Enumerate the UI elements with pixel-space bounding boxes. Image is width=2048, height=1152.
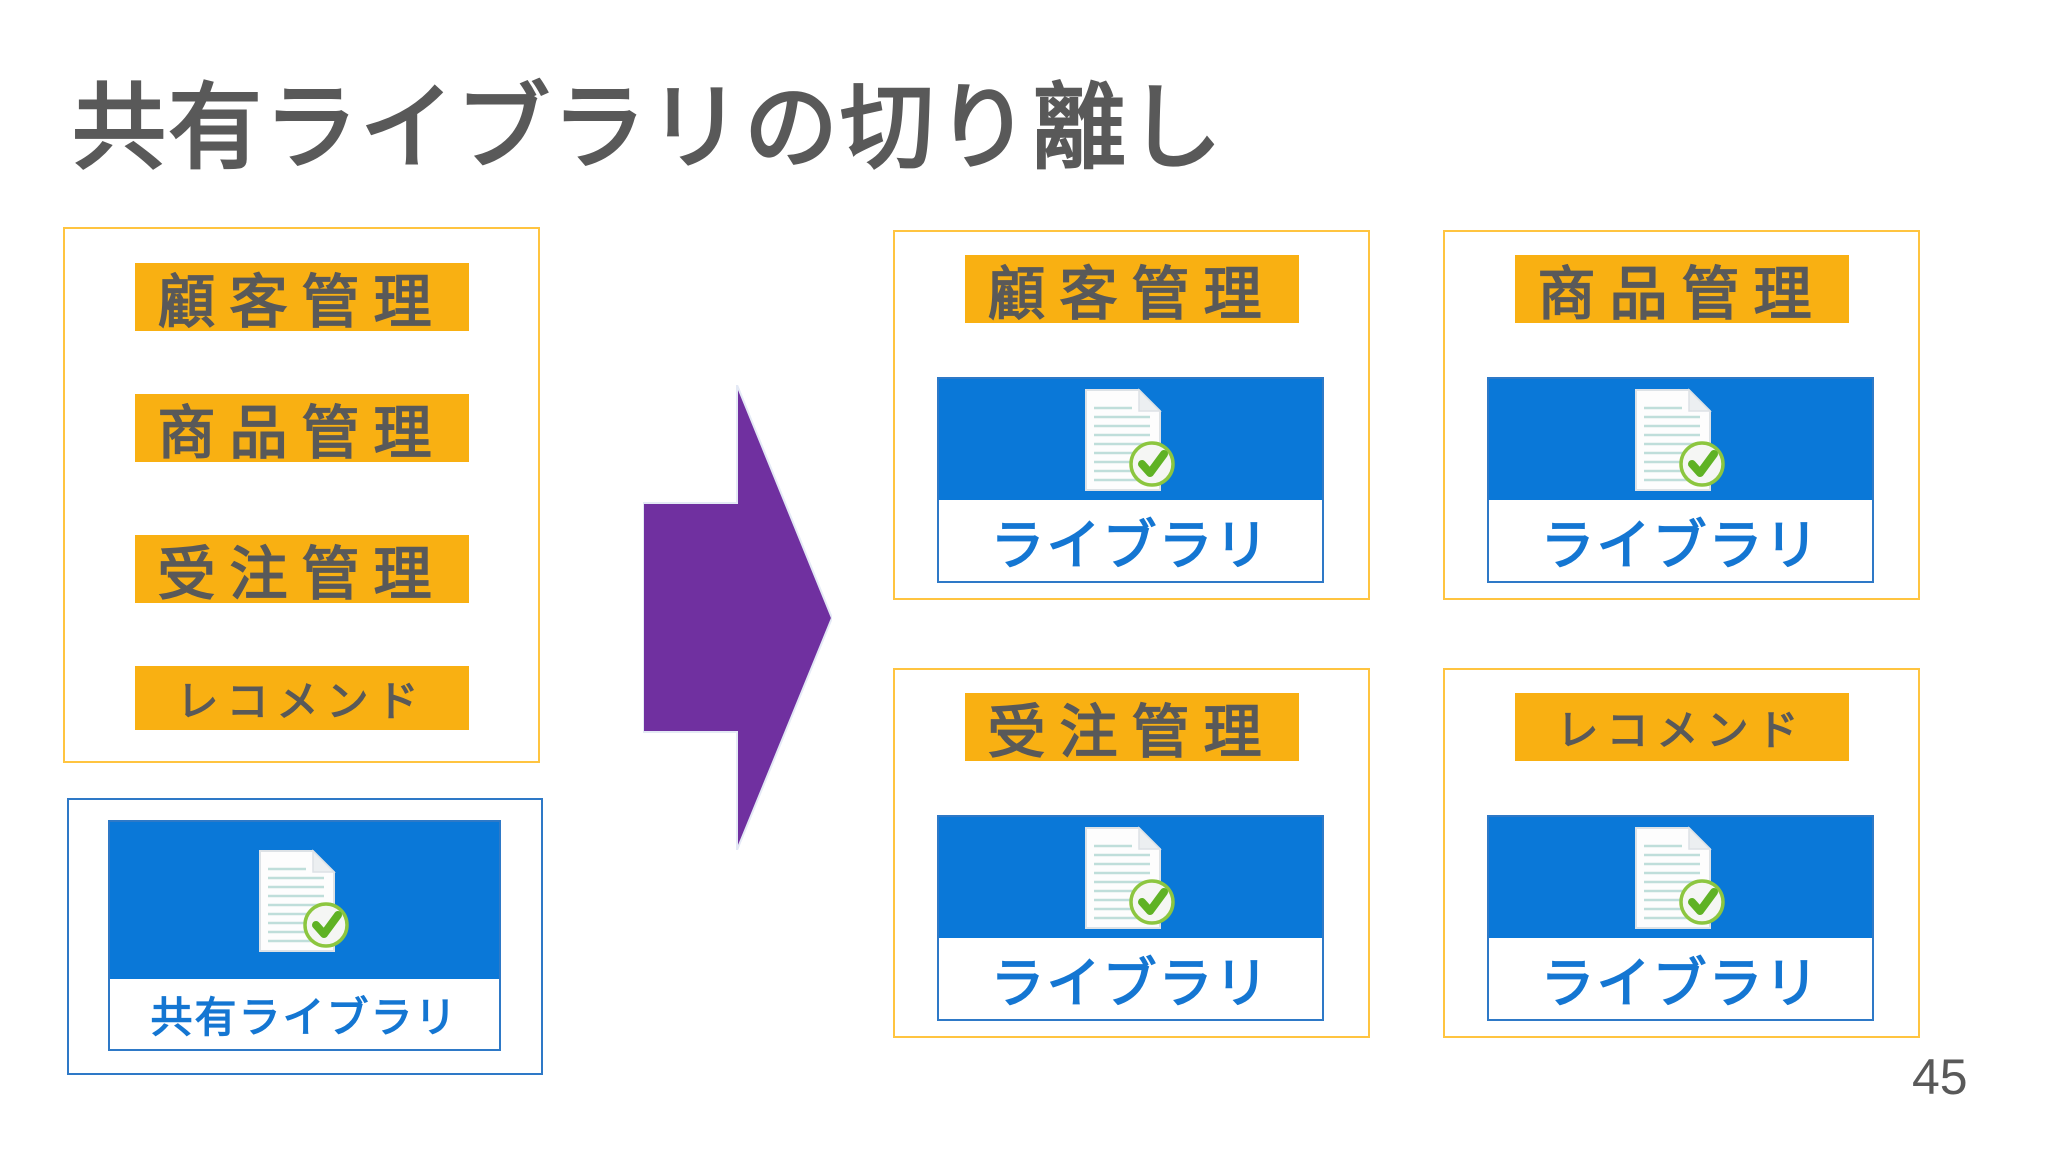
library-card-header bbox=[110, 822, 499, 979]
library-card-header bbox=[1489, 379, 1872, 500]
right-group-box-product: 商品管理 bbox=[1443, 230, 1920, 600]
shared-library-box: 共有ライブラリ bbox=[67, 798, 543, 1075]
library-card: ライブラリ bbox=[1487, 377, 1874, 583]
page-number: 45 bbox=[1912, 1049, 1968, 1105]
library-label: ライブラリ bbox=[939, 500, 1322, 581]
module-label-customer: 顧客管理 bbox=[134, 263, 469, 335]
module-label: 商品管理 bbox=[1514, 255, 1849, 327]
module-label-recommend: レコメンド bbox=[134, 666, 469, 730]
module-label-order: 受注管理 bbox=[134, 535, 469, 607]
document-check-icon bbox=[1084, 825, 1175, 929]
library-card-header bbox=[1489, 817, 1872, 938]
library-card: ライブラリ bbox=[1487, 815, 1874, 1021]
library-card: 共有ライブラリ bbox=[108, 820, 501, 1051]
library-card-header bbox=[939, 817, 1322, 938]
right-block-arrow-icon bbox=[643, 385, 832, 850]
library-card: ライブラリ bbox=[937, 815, 1324, 1021]
left-group-box: 顧客管理 商品管理 受注管理 レコメンド bbox=[63, 227, 540, 763]
shared-library-label: 共有ライブラリ bbox=[110, 979, 499, 1049]
document-check-icon bbox=[1634, 825, 1725, 929]
right-group-box-order: 受注管理 bbox=[893, 668, 1370, 1038]
library-card: ライブラリ bbox=[937, 377, 1324, 583]
document-check-icon bbox=[1634, 387, 1725, 491]
library-card-header bbox=[939, 379, 1322, 500]
module-label-product: 商品管理 bbox=[134, 394, 469, 466]
document-check-icon bbox=[1084, 387, 1175, 491]
right-group-box-recommend: レコメンド bbox=[1443, 668, 1920, 1038]
module-label: 顧客管理 bbox=[964, 255, 1299, 327]
right-group-box-customer: 顧客管理 bbox=[893, 230, 1370, 600]
document-check-icon bbox=[258, 848, 349, 952]
library-label: ライブラリ bbox=[1489, 938, 1872, 1019]
module-label: レコメンド bbox=[1514, 693, 1849, 761]
page-title: 共有ライブラリの切り離し bbox=[72, 75, 1225, 180]
module-label: 受注管理 bbox=[964, 693, 1299, 765]
library-label: ライブラリ bbox=[939, 938, 1322, 1019]
library-label: ライブラリ bbox=[1489, 500, 1872, 581]
